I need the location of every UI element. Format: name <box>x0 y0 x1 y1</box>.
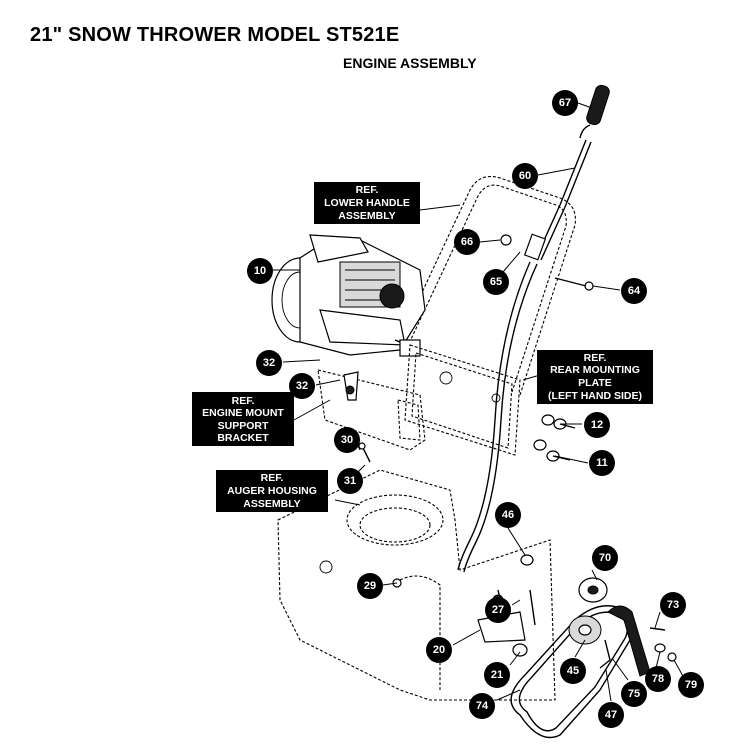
rear-mounting-plate-drawing <box>404 344 521 456</box>
callout-64: 64 <box>621 278 647 304</box>
svg-text:78: 78 <box>652 673 664 685</box>
svg-text:45: 45 <box>567 665 579 677</box>
svg-text:20: 20 <box>433 644 445 656</box>
ref-engine-mount-line-4: BRACKET <box>217 432 269 444</box>
svg-text:79: 79 <box>685 679 697 691</box>
ref-auger-housing: REF. AUGER HOUSING ASSEMBLY <box>216 470 328 512</box>
callout-60: 60 <box>512 163 538 189</box>
diagram-title: 21" SNOW THROWER MODEL ST521E <box>30 24 400 46</box>
callout-45: 45 <box>560 658 586 684</box>
svg-text:74: 74 <box>476 700 489 712</box>
ref-lower-handle: REF. LOWER HANDLE ASSEMBLY <box>314 182 420 224</box>
ref-lower-handle-line-2: LOWER HANDLE <box>324 197 410 209</box>
callout-12: 12 <box>584 412 610 438</box>
svg-text:67: 67 <box>559 97 571 109</box>
ref-auger-housing-line-3: ASSEMBLY <box>243 498 300 510</box>
callout-46: 46 <box>495 502 521 528</box>
ref-engine-mount-line-2: ENGINE MOUNT <box>202 407 284 419</box>
svg-text:10: 10 <box>254 265 266 277</box>
callout-10: 10 <box>247 258 273 284</box>
ref-rear-mounting-line-1: REF. <box>584 352 607 364</box>
lower-handle-drawing <box>394 175 576 396</box>
callout-75: 75 <box>621 681 647 707</box>
svg-text:21: 21 <box>491 669 503 681</box>
callout-32-lower: 32 <box>289 373 315 399</box>
svg-text:66: 66 <box>461 236 473 248</box>
svg-text:29: 29 <box>364 580 376 592</box>
callout-74: 74 <box>469 693 495 719</box>
leader-lines <box>273 102 685 702</box>
svg-text:64: 64 <box>628 285 641 297</box>
ref-rear-mounting-line-3: PLATE <box>578 377 612 389</box>
diagram-subtitle: ENGINE ASSEMBLY <box>343 55 477 71</box>
callout-30: 30 <box>334 427 360 453</box>
svg-text:31: 31 <box>344 475 356 487</box>
callout-73: 73 <box>660 592 686 618</box>
callout-11: 11 <box>589 450 615 476</box>
svg-text:32: 32 <box>296 380 308 392</box>
callout-32-upper: 32 <box>256 350 282 376</box>
ref-auger-housing-line-2: AUGER HOUSING <box>227 485 317 497</box>
svg-text:65: 65 <box>490 276 502 288</box>
callout-78: 78 <box>645 666 671 692</box>
svg-text:60: 60 <box>519 170 531 182</box>
callout-21: 21 <box>484 662 510 688</box>
svg-text:75: 75 <box>628 688 640 700</box>
callout-29: 29 <box>357 573 383 599</box>
svg-text:27: 27 <box>492 604 504 616</box>
ref-lower-handle-line-1: REF. <box>356 184 379 196</box>
engine-mount-bracket-drawing <box>317 369 426 463</box>
svg-text:12: 12 <box>591 419 603 431</box>
ref-rear-mounting-line-4: (LEFT HAND SIDE) <box>548 390 642 402</box>
callout-67: 67 <box>552 90 578 116</box>
svg-text:47: 47 <box>605 709 617 721</box>
ref-engine-mount-support-bracket: REF. ENGINE MOUNT SUPPORT BRACKET <box>192 392 294 446</box>
callout-27: 27 <box>485 597 511 623</box>
callout-65: 65 <box>483 269 509 295</box>
ref-engine-mount-line-1: REF. <box>232 395 255 407</box>
bolts-drawing <box>533 414 576 462</box>
svg-text:30: 30 <box>341 434 353 446</box>
svg-text:70: 70 <box>599 552 611 564</box>
svg-text:73: 73 <box>667 599 679 611</box>
ref-rear-mounting-plate: REF. REAR MOUNTING PLATE (LEFT HAND SIDE… <box>537 350 653 404</box>
svg-text:32: 32 <box>263 357 275 369</box>
callout-47: 47 <box>598 702 624 728</box>
svg-text:11: 11 <box>596 457 608 469</box>
callout-79: 79 <box>678 672 704 698</box>
drive-belt-drawing <box>477 554 677 739</box>
ref-auger-housing-line-1: REF. <box>261 472 284 484</box>
callout-66: 66 <box>454 229 480 255</box>
callout-31: 31 <box>337 468 363 494</box>
callout-20: 20 <box>426 637 452 663</box>
ref-engine-mount-line-3: SUPPORT <box>218 420 269 432</box>
ref-rear-mounting-line-2: REAR MOUNTING <box>550 364 640 376</box>
callout-70: 70 <box>592 545 618 571</box>
ref-lower-handle-line-3: ASSEMBLY <box>338 210 395 222</box>
control-rod-drawing <box>457 84 610 573</box>
svg-text:46: 46 <box>502 509 514 521</box>
engine-drawing <box>271 234 426 357</box>
